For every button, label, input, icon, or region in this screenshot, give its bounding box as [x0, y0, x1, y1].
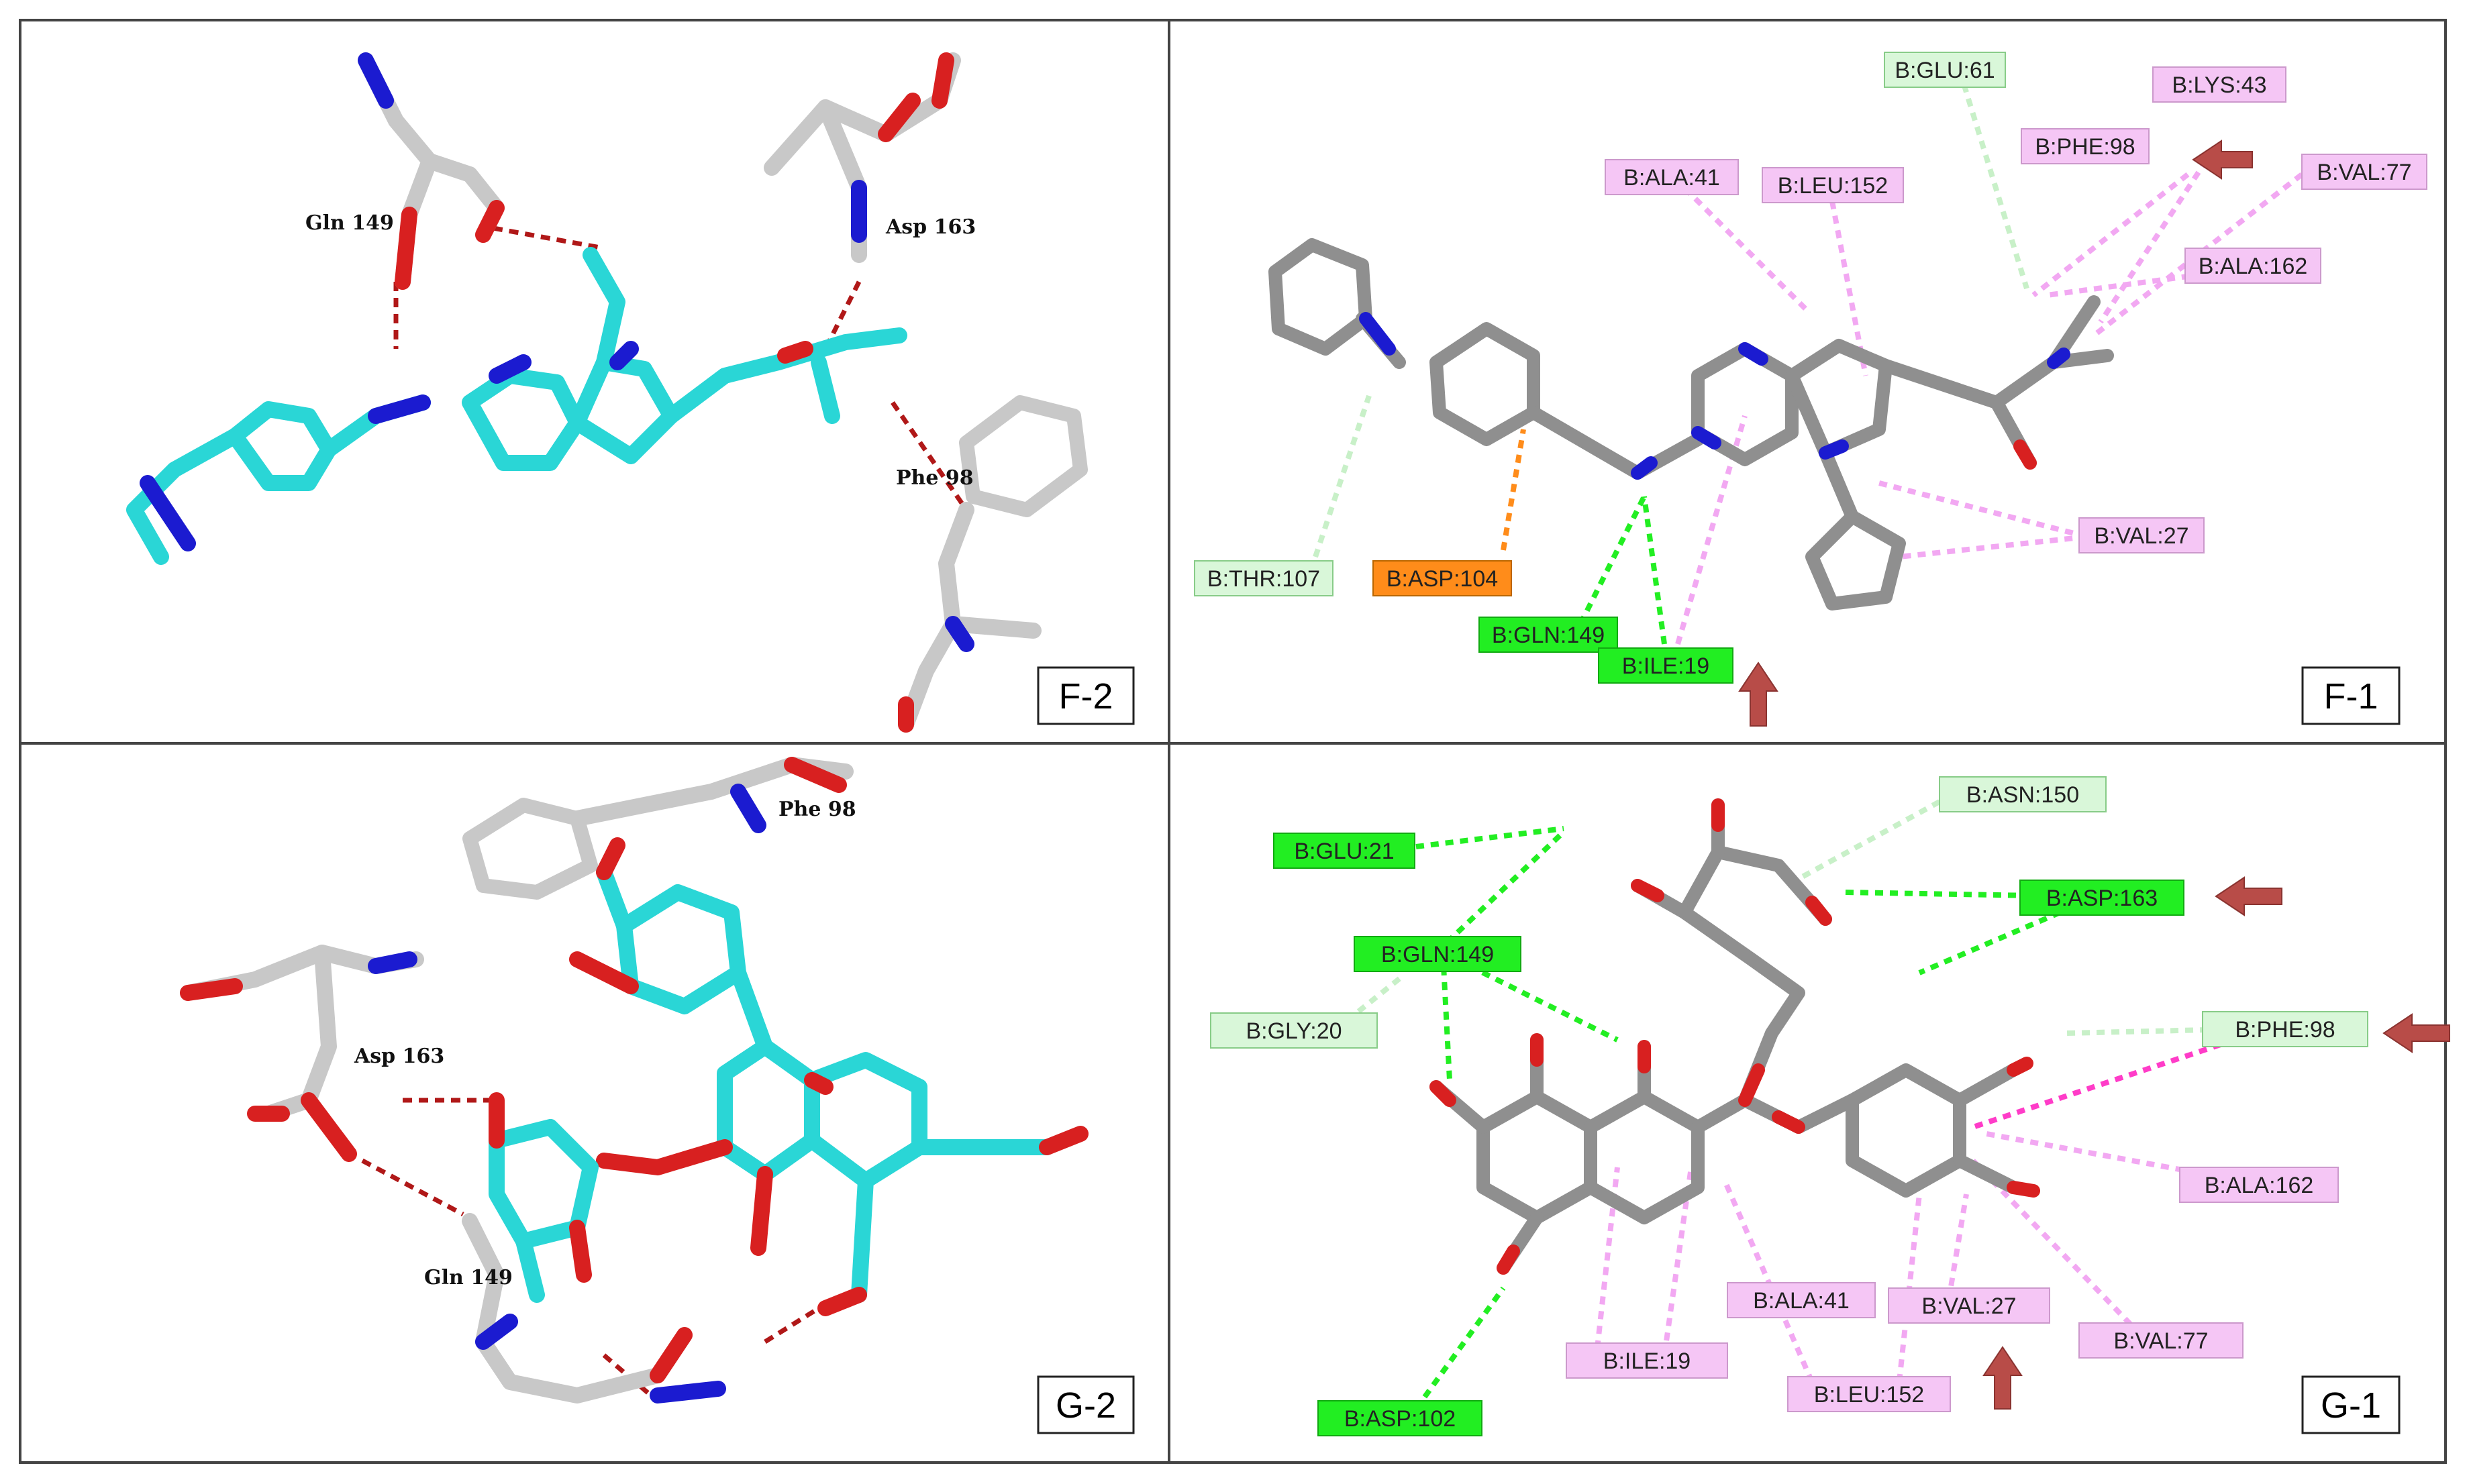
g1-residue-labels: B:ASN:150 B:GLU:21 B:ASP:163 B:GLN:149 B…: [1210, 776, 2368, 1436]
f1-res-gln149: B:GLN:149: [1492, 623, 1605, 648]
g1-res-ile19: B:ILE:19: [1603, 1348, 1691, 1374]
f1-res-lys43: B:LYS:43: [2172, 72, 2266, 98]
f2-ligand-sticks: [126, 247, 907, 565]
g1-res-asn150: B:ASN:150: [1966, 782, 2079, 808]
panel-g1: B:ASN:150 B:GLU:21 B:ASP:163 B:GLN:149 B…: [1168, 742, 2450, 1464]
f2-protein-sticks: [358, 52, 1088, 733]
f1-res-glu61: B:GLU:61: [1895, 58, 1995, 83]
g1-arrow-up-icon: [1982, 1346, 2023, 1410]
f1-res-asp104: B:ASP:104: [1387, 566, 1498, 592]
f1-res-val77: B:VAL:77: [2317, 160, 2411, 185]
g1-res-gln149: B:GLN:149: [1381, 942, 1494, 967]
f2-label-box: [1037, 666, 1135, 725]
f1-residue-labels: B:GLU:61 B:LYS:43 B:PHE:98 B:VAL:77 B:AL…: [1194, 52, 2427, 684]
g1-res-ala162: B:ALA:162: [2205, 1173, 2314, 1198]
g1-arrow-left-icon-1: [2215, 876, 2282, 916]
f1-res-val27: B:VAL:27: [2094, 523, 2188, 549]
panel-g2-frame: [19, 742, 1170, 1464]
f2-residue-phe98: Phe 98: [896, 466, 974, 490]
g1-interaction-lines: [1333, 799, 2242, 1411]
g2-label-box: [1037, 1375, 1135, 1434]
g1-panel-label: G-1: [2321, 1385, 2381, 1426]
g2-residue-gln149: Gln 149: [424, 1266, 513, 1289]
g1-res-ala41: B:ALA:41: [1753, 1288, 1850, 1314]
g2-panel-label: G-2: [1056, 1385, 1116, 1426]
f1-heteroatoms: [1359, 312, 2070, 480]
f1-res-thr107: B:THR:107: [1207, 566, 1320, 592]
panel-f2: Gln 149 Asp 163 Phe 98 F-2: [19, 19, 1170, 745]
f1-res-phe98: B:PHE:98: [2035, 134, 2135, 160]
f1-label-box: [2301, 666, 2401, 725]
g1-res-val27: B:VAL:27: [1921, 1293, 2016, 1319]
f1-interaction-lines: [1313, 69, 2304, 645]
g1-arrows: [1982, 876, 2450, 1410]
g1-res-leu152: B:LEU:152: [1814, 1382, 1924, 1408]
f2-panel-label: F-2: [1059, 676, 1113, 717]
g1-res-glu21: B:GLU:21: [1294, 839, 1394, 864]
f1-res-ala162: B:ALA:162: [2199, 254, 2308, 279]
g1-res-asp102: B:ASP:102: [1344, 1406, 1456, 1432]
panel-g2: Phe 98 Asp 163 Gln 149 G-2: [19, 742, 1170, 1464]
g1-res-asp163: B:ASP:163: [2046, 886, 2158, 911]
g1-res-phe98: B:PHE:98: [2235, 1017, 2335, 1043]
g2-hbonds: [361, 1098, 820, 1397]
f1-res-ala41: B:ALA:41: [1623, 165, 1720, 191]
f1-arrow-left-icon: [2192, 140, 2253, 180]
f1-res-ile19: B:ILE:19: [1622, 653, 1709, 679]
g1-res-val77: B:VAL:77: [2113, 1328, 2208, 1354]
f2-hbonds: [393, 225, 968, 511]
f2-residue-asp163: Asp 163: [885, 215, 976, 239]
f1-arrows: [1738, 140, 2253, 727]
panel-f1: B:GLU:61 B:LYS:43 B:PHE:98 B:VAL:77 B:AL…: [1168, 19, 2447, 745]
g2-residue-asp163: Asp 163: [354, 1045, 444, 1068]
g1-arrow-left-icon-2: [2382, 1013, 2450, 1053]
g1-heteroatoms: [1429, 798, 2040, 1275]
g2-residue-phe98: Phe 98: [778, 798, 856, 821]
f1-res-leu152: B:LEU:152: [1778, 173, 1888, 199]
panel-f1-frame: [1168, 19, 2447, 745]
f1-panel-label: F-1: [2324, 676, 2378, 717]
g1-label-box: [2301, 1375, 2401, 1434]
g2-protein-sticks: [180, 757, 854, 1403]
f2-residue-gln149: Gln 149: [305, 211, 394, 235]
g1-res-gly20: B:GLY:20: [1246, 1018, 1342, 1044]
g2-ligand-sticks: [489, 837, 1089, 1316]
f1-arrow-up-icon: [1738, 661, 1778, 727]
